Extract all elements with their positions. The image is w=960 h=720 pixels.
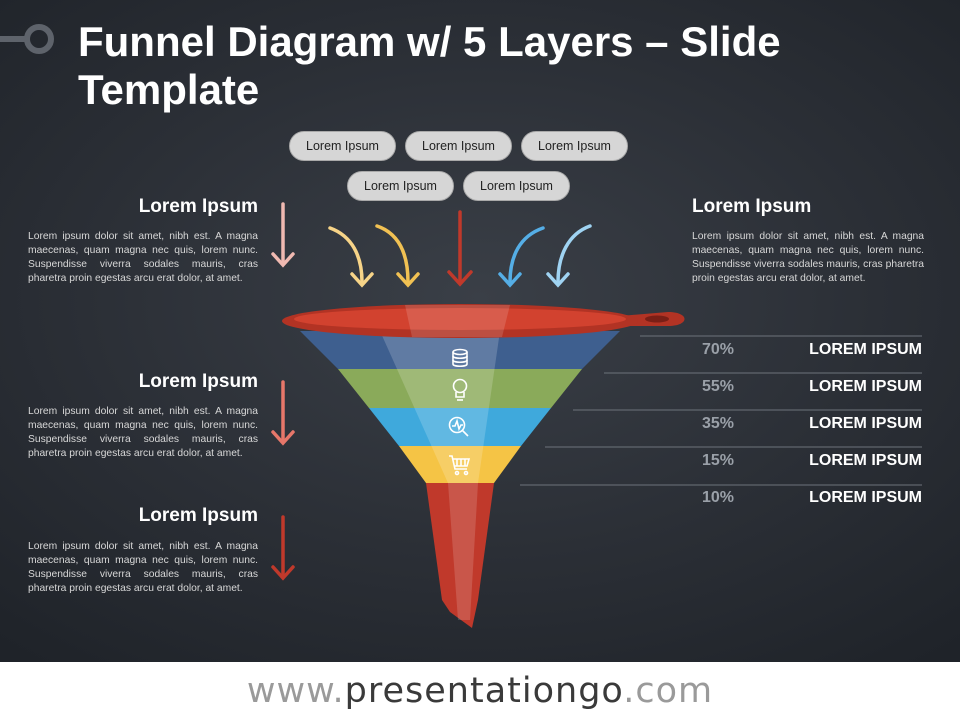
handle-hole — [645, 315, 669, 323]
left-arrow-1-head — [271, 252, 295, 268]
funnel-layer-2 — [338, 369, 582, 408]
left-block-2-body: Lorem ipsum dolor sit amet, nibh est. A … — [28, 406, 258, 459]
left-block-1-title: Lorem Ipsum — [138, 196, 258, 217]
curved-arrow-1 — [328, 226, 364, 284]
logo-ring-icon — [24, 24, 54, 54]
footer-url: www.presentationgo.com — [0, 662, 960, 720]
curved-arrow-1-head — [350, 272, 374, 288]
rim-highlight — [405, 305, 510, 337]
shopping-cart-icon — [449, 455, 471, 476]
layer-4-label: LOREM IPSUM — [809, 452, 922, 469]
database-icon — [452, 348, 468, 368]
lightbulb-icon — [452, 378, 468, 401]
funnel-highlight — [380, 331, 500, 483]
curved-arrow-2-head — [396, 272, 420, 288]
left-block-1-body: Lorem ipsum dolor sit amet, nibh est. A … — [28, 231, 258, 284]
left-arrow-3-head — [271, 565, 295, 581]
curved-arrow-4 — [508, 226, 545, 284]
layer-1-label: LOREM IPSUM — [809, 341, 922, 358]
left-block-3-title: Lorem Ipsum — [138, 505, 258, 526]
layer-3-label: LOREM IPSUM — [809, 415, 922, 432]
pill-4: Lorem Ipsum — [347, 171, 454, 201]
layer-2-percent: 55% — [702, 378, 735, 395]
funnel-spout — [426, 483, 494, 628]
left-block-2-title: Lorem Ipsum — [138, 371, 258, 392]
right-block-title: Lorem Ipsum — [692, 196, 812, 217]
layer-4-percent: 15% — [702, 452, 735, 469]
footer-brand: presentationgo — [344, 671, 624, 711]
layer-5-label: LOREM IPSUM — [809, 489, 922, 506]
left-block-3-body: Lorem ipsum dolor sit amet, nibh est. A … — [28, 541, 258, 594]
spout-highlight — [448, 483, 478, 620]
layer-1-percent: 70% — [702, 341, 735, 358]
curved-arrow-5 — [556, 224, 592, 284]
layer-5-percent: 10% — [702, 489, 735, 506]
curved-arrow-5-head — [546, 272, 570, 288]
footer-suffix: .com — [623, 671, 714, 711]
analytics-magnifier-icon — [448, 416, 469, 437]
slide-canvas: Funnel Diagram w/ 5 Layers – Slide Templ… — [0, 0, 960, 662]
funnel-diagram — [271, 202, 922, 628]
layer-3-percent: 35% — [702, 415, 735, 432]
pill-3: Lorem Ipsum — [521, 131, 628, 161]
funnel-layer-4 — [399, 446, 521, 483]
footer-prefix: www. — [246, 671, 345, 711]
pill-1: Lorem Ipsum — [289, 131, 396, 161]
logo-line — [0, 36, 26, 42]
pill-5: Lorem Ipsum — [463, 171, 570, 201]
left-arrow-2-head — [271, 430, 295, 446]
right-block-body: Lorem ipsum dolor sit amet, nibh est. A … — [692, 231, 924, 284]
slide-title: Funnel Diagram w/ 5 Layers – Slide Templ… — [78, 18, 781, 113]
curved-arrow-4-head — [498, 272, 522, 288]
pill-2: Lorem Ipsum — [405, 131, 512, 161]
funnel-rim-inner — [294, 308, 626, 330]
curved-arrow-2 — [375, 224, 410, 284]
layer-2-label: LOREM IPSUM — [809, 378, 922, 395]
straight-arrow-head — [447, 270, 473, 287]
